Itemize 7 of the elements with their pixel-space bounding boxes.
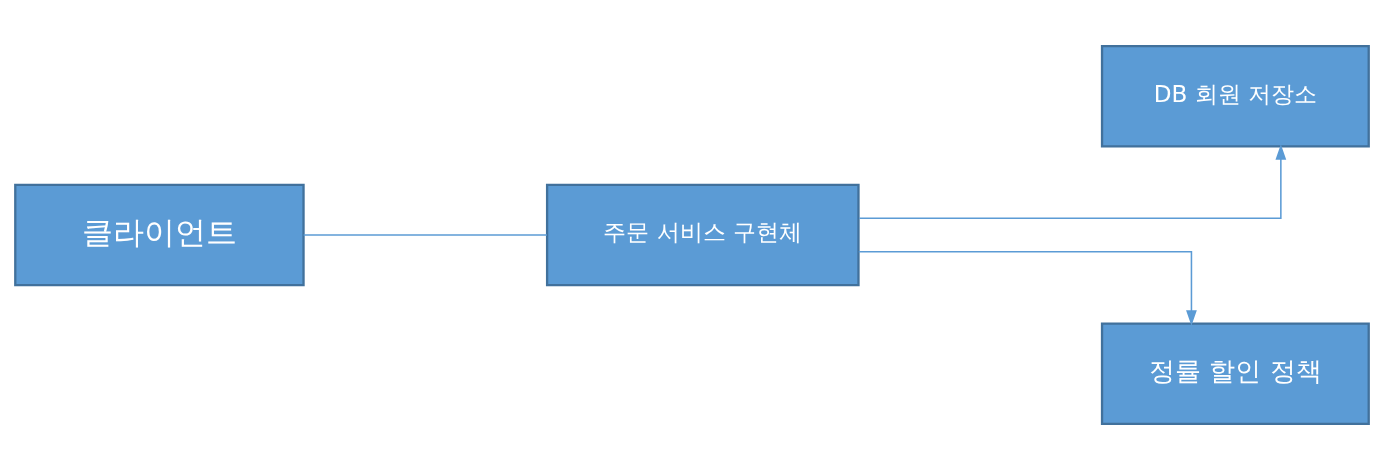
node-box: DB 회원 저장소 [1100,44,1370,147]
node-box: 주문 서비스 구현체 [545,183,860,286]
node-box: 클라이언트 [14,183,305,286]
node-box: 정률 할인 정책 [1100,322,1370,425]
arrow [857,250,1197,326]
arrow [858,143,1287,219]
connector [302,233,548,236]
